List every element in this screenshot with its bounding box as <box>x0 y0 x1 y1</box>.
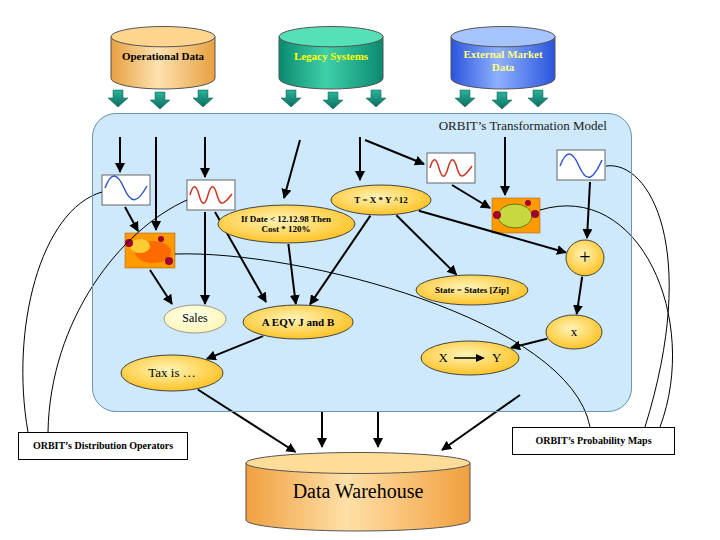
label-text: X <box>439 351 448 366</box>
mapping-arrow <box>454 353 486 363</box>
text-group: ORBIT’s Transformation Model <box>439 119 607 134</box>
source-cylinder: Operational Data <box>110 26 216 90</box>
lookup-ellipse: State = States [Zip] <box>415 274 529 306</box>
label-text: ORBIT’s Transformation Model <box>439 119 607 134</box>
operator-ellipse: + <box>565 239 605 277</box>
heat-maps <box>125 198 540 268</box>
rule-ellipse: If Date < 12.12.98 Then Cost * 120% <box>217 204 356 244</box>
input-arrows <box>108 90 548 109</box>
source-cylinder: Legacy Systems <box>278 26 384 90</box>
text-group: Sales <box>182 312 207 326</box>
flow-connector <box>198 390 296 453</box>
source-cylinder: External Market Data <box>450 26 556 90</box>
label-text: If Date < 12.12.98 Then Cost * 120% <box>240 214 332 235</box>
text-group: XY <box>439 351 502 366</box>
label-text: ORBIT’s Probability Maps <box>535 435 651 447</box>
text-group: + <box>579 246 590 269</box>
label-text: External Market Data <box>461 48 545 73</box>
warehouse-cylinder: Data Warehouse <box>245 452 471 532</box>
flow-connector <box>577 277 583 314</box>
flow-connector <box>396 215 456 274</box>
formula-ellipse: T = X * Y ^12 <box>330 184 432 216</box>
flow-connector <box>207 336 263 359</box>
text-group: Tax is … <box>148 366 195 381</box>
label-text: ORBIT’s Distribution Operators <box>33 440 173 452</box>
text-group: T = X * Y ^12 <box>354 195 407 205</box>
label-text: Legacy Systems <box>294 50 368 63</box>
text-group: ORBIT’s Probability Maps <box>535 435 651 447</box>
text-group: Data Warehouse <box>293 480 424 503</box>
label-text: Y <box>492 351 501 366</box>
flow-connector <box>419 211 566 253</box>
text-group: State = States [Zip] <box>435 285 509 295</box>
label-text: Sales <box>182 312 207 326</box>
text-group: ORBIT’s Distribution Operators <box>33 440 173 452</box>
text-group: Operational Data <box>122 50 204 63</box>
output-ellipse: Sales <box>163 304 227 334</box>
label-text: A EQV J and B <box>262 316 335 329</box>
model-region: ORBIT’s Transformation Model If Date < 12… <box>92 113 632 412</box>
legend-box: ORBIT’s Probability Maps <box>512 427 675 455</box>
text-group: A EQV J and B <box>262 316 335 329</box>
legend-box: ORBIT’s Distribution Operators <box>18 432 188 460</box>
label-text: State = States [Zip] <box>435 285 509 295</box>
text-group: x <box>571 325 578 340</box>
label-text: Tax is … <box>148 366 195 381</box>
text-group: If Date < 12.12.98 Then Cost * 120% <box>240 214 332 235</box>
flow-connector <box>511 339 547 348</box>
flow-arrows <box>120 137 590 450</box>
mapping-ellipse: XY <box>420 340 520 376</box>
rule-ellipse: Tax is … <box>120 354 224 392</box>
logic-ellipse: A EQV J and B <box>242 304 354 340</box>
label-text: Operational Data <box>122 50 204 63</box>
label-text: T = X * Y ^12 <box>354 195 407 205</box>
text-group: Legacy Systems <box>294 50 368 63</box>
label-text: Data Warehouse <box>293 480 424 503</box>
flow-connector <box>288 244 295 304</box>
leader-curves <box>23 166 673 432</box>
operator-ellipse: x <box>545 314 603 350</box>
label-text: x <box>571 325 578 340</box>
label-text: + <box>579 246 590 269</box>
text-group: External Market Data <box>461 48 545 73</box>
